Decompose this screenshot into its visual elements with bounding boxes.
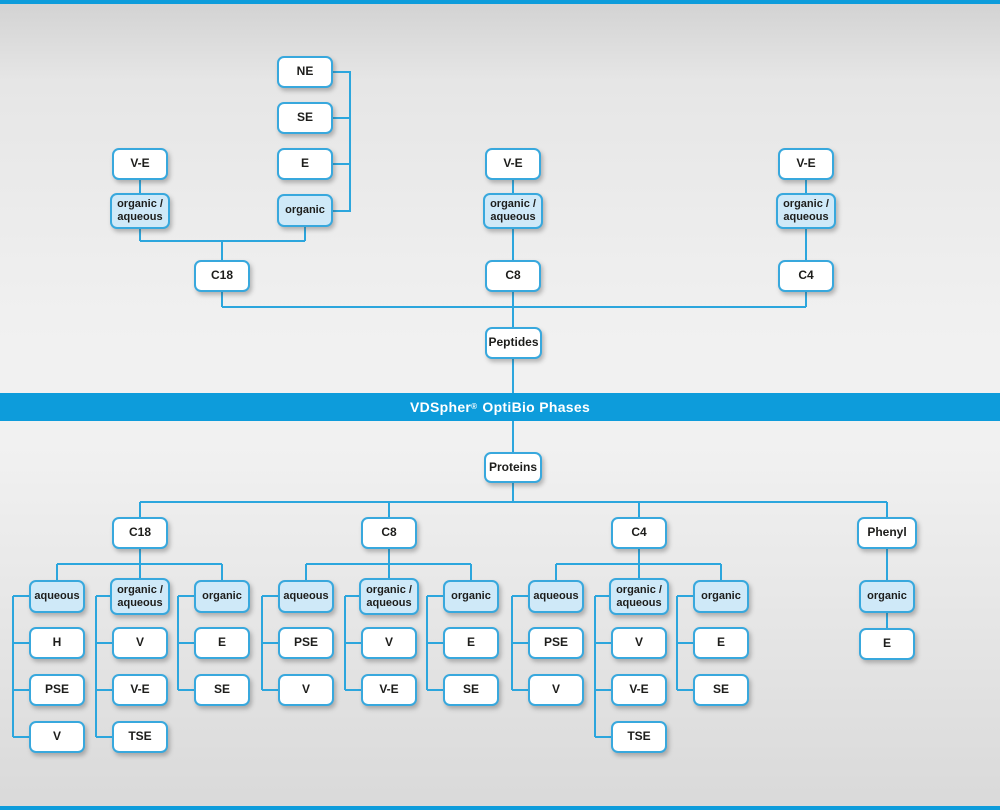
node-pep-c18-mode-organic-aqueous: organic / aqueous [110,193,170,229]
node-pep-c4-mode-organic-aqueous: organic / aqueous [776,193,836,229]
connector-prot-c18-orgaq-group [95,595,113,738]
node-prot-c4: C4 [611,517,667,549]
top-rule [0,0,1000,4]
node-proteins-root: Proteins [484,452,542,483]
connector-proteins-rail [139,482,888,518]
connector-prot-c4-aqueous-group [511,595,529,691]
node-prot-c4-or-grade-se: SE [693,674,749,706]
node-prot-c8-or-grade-e: E [443,627,499,659]
node-prot-c18-mode-organic: organic [194,580,250,613]
connector-prot-c18-aqueous-group [12,595,30,738]
node-prot-c18-aq-grade-pse: PSE [29,674,85,706]
node-prot-phenyl-mode-organic: organic [859,580,915,613]
node-prot-c8-oa-grade-ve: V-E [361,674,417,706]
node-pep-c18-grade-e: E [277,148,333,180]
node-prot-phenyl: Phenyl [857,517,917,549]
node-prot-c4-aq-grade-pse: PSE [528,627,584,659]
node-pep-c8-mode-organic-aqueous: organic / aqueous [483,193,543,229]
node-prot-c4-oa-grade-tse: TSE [611,721,667,753]
connector-prot-c8-branch [305,548,472,581]
node-prot-c4-mode-organic-aqueous: organic / aqueous [609,578,669,615]
node-prot-c18: C18 [112,517,168,549]
connector-prot-c18-branch [56,548,223,581]
node-prot-c4-mode-aqueous: aqueous [528,580,584,613]
node-prot-c8-aq-grade-pse: PSE [278,627,334,659]
node-prot-c18-oa-grade-ve: V-E [112,674,168,706]
node-prot-c18-oa-grade-v: V [112,627,168,659]
connector-prot-c18-organic-group [177,595,195,691]
node-prot-c18-oa-grade-tse: TSE [112,721,168,753]
node-pep-c18-grade-ne: NE [277,56,333,88]
node-prot-c18-or-grade-e: E [194,627,250,659]
connector-prot-c8-organic-group [426,595,444,691]
connector-peptides-rail [221,291,807,327]
bottom-rule [0,806,1000,810]
node-prot-c18-mode-aqueous: aqueous [29,580,85,613]
node-pep-c18-mode-organic: organic [277,194,333,227]
node-prot-c8: C8 [361,517,417,549]
connector-prot-c4-branch [555,548,722,581]
node-pep-c4-grade-ve: V-E [778,148,834,180]
node-prot-c8-or-grade-se: SE [443,674,499,706]
connector-prot-c4-organic-group [676,595,694,691]
node-prot-c4-oa-grade-ve: V-E [611,674,667,706]
node-pep-c4: C4 [778,260,834,292]
node-peptides-root: Peptides [485,327,542,359]
node-prot-c18-or-grade-se: SE [194,674,250,706]
node-pep-c18-grade-se: SE [277,102,333,134]
node-prot-c8-mode-organic: organic [443,580,499,613]
node-prot-c8-aq-grade-v: V [278,674,334,706]
connector-peptides-c18-organic-chain [333,71,351,212]
node-prot-c8-mode-aqueous: aqueous [278,580,334,613]
node-prot-c18-mode-organic-aqueous: organic / aqueous [110,578,170,615]
banner-suffix: OptiBio Phases [482,399,591,415]
node-prot-c4-or-grade-e: E [693,627,749,659]
node-pep-c18: C18 [194,260,250,292]
node-pep-c8-grade-ve: V-E [485,148,541,180]
node-prot-c4-aq-grade-v: V [528,674,584,706]
node-prot-c4-oa-grade-v: V [611,627,667,659]
node-prot-c4-mode-organic: organic [693,580,749,613]
node-prot-c18-aq-grade-v: V [29,721,85,753]
title-banner: VDSpher®OptiBio Phases [0,393,1000,421]
node-pep-c18-grade-ve: V-E [112,148,168,180]
banner-brand: VDSpher [409,399,472,415]
node-prot-c8-oa-grade-v: V [361,627,417,659]
node-prot-c8-mode-organic-aqueous: organic / aqueous [359,578,419,615]
connector-prot-c4-orgaq-group [594,595,612,738]
node-pep-c8: C8 [485,260,541,292]
bottom-margin [0,810,1000,812]
connector-prot-c8-aqueous-group [261,595,279,691]
node-prot-phenyl-or-grade-e: E [859,628,915,660]
node-prot-c18-aq-grade-h: H [29,627,85,659]
